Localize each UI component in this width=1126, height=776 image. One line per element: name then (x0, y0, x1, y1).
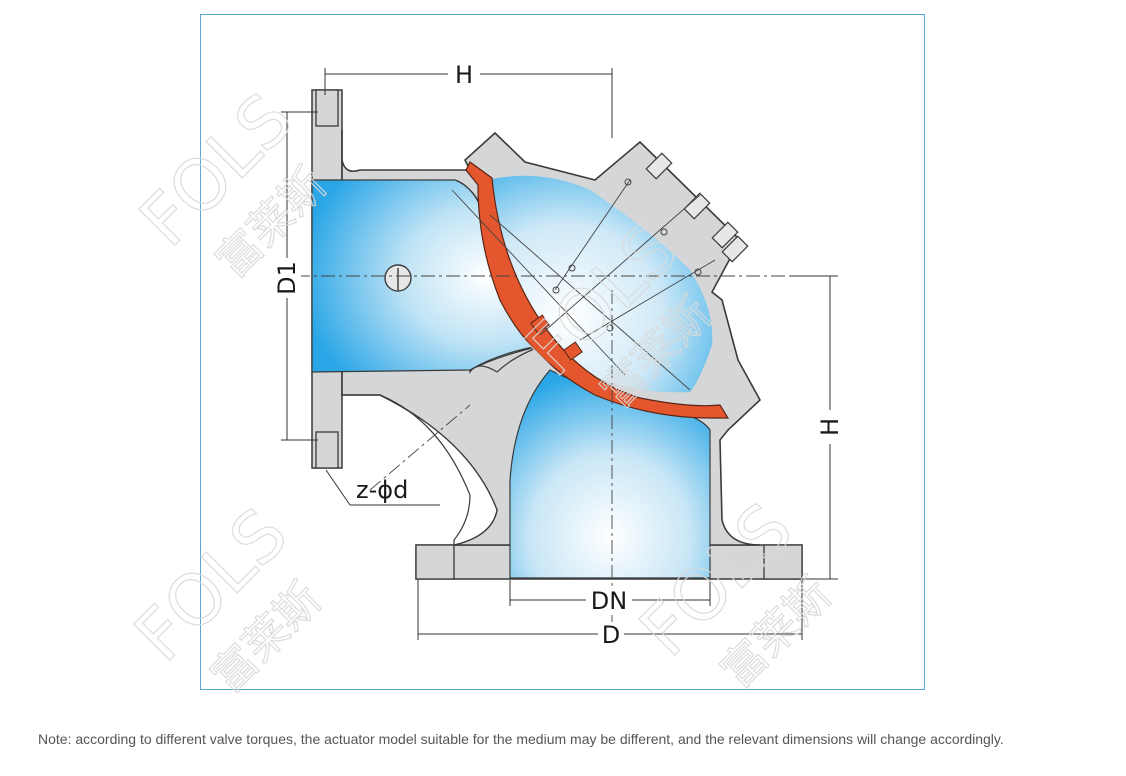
dim-label-bolt-holes: z-ϕd (356, 476, 408, 504)
dim-label-dn: DN (591, 587, 627, 615)
dim-label-h-top: H (455, 61, 473, 89)
gauge-port (384, 264, 412, 292)
chamber-upper-flow (488, 175, 713, 393)
diaphragm-clip-bottom (563, 341, 583, 361)
bottom-flange-bolt-left (415, 544, 455, 580)
left-flange-bolt-bottom (315, 431, 339, 469)
diaphragm (465, 161, 730, 419)
dim-label-d1: D1 (273, 261, 301, 295)
bonnet-bolts (645, 152, 749, 263)
footnote: Note: according to different valve torqu… (38, 731, 1004, 747)
inner-web-shading (342, 394, 498, 546)
dim-label-d: D (602, 621, 620, 649)
centre-lines (296, 275, 810, 640)
valve-cross-section-diagram: H H D1 z-ϕd DN D FOLS 富莱斯 FOLS 富莱斯 FOLS … (118, 60, 844, 703)
stem-guide-lines (451, 179, 716, 391)
bottom-flange-bolt-right (763, 544, 803, 580)
left-flange-bolt-top (315, 89, 339, 127)
stem-markers (552, 178, 702, 332)
diaphragm-clip-top (530, 314, 550, 334)
dim-label-h-right: H (816, 418, 844, 436)
